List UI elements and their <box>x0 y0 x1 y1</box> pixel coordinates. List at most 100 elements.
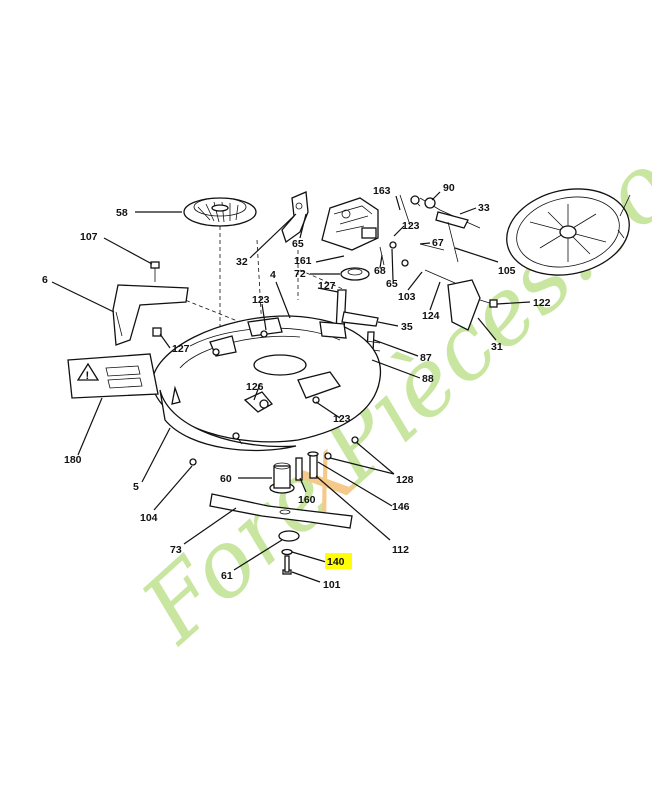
bolt-part <box>150 261 160 282</box>
label-180: 180 <box>64 454 82 466</box>
label-104: 104 <box>140 512 158 524</box>
leader-65b <box>391 248 394 281</box>
leader-163 <box>395 195 401 211</box>
leader-101 <box>291 571 321 583</box>
mower-deck-drawing: ! <box>51 188 631 583</box>
leader-105 <box>454 247 499 263</box>
highlight-box-140 <box>325 553 352 569</box>
label-127a: 127 <box>318 280 336 292</box>
leader-160 <box>299 477 307 493</box>
leader-90 <box>431 191 441 201</box>
leader-126 <box>253 383 261 401</box>
pulley-part <box>340 267 370 281</box>
leader-128 <box>329 441 395 475</box>
label-103: 103 <box>398 291 416 303</box>
leader-123a <box>393 225 405 237</box>
leader-122 <box>496 301 531 305</box>
rear-bracket-part <box>447 279 498 331</box>
label-65b: 65 <box>386 278 398 290</box>
leader-161 <box>315 255 345 263</box>
label-32: 32 <box>236 256 248 268</box>
leader-6 <box>51 281 115 313</box>
blade-part <box>209 493 353 529</box>
leader-123c <box>315 401 341 419</box>
label-67: 67 <box>432 237 444 249</box>
label-122: 122 <box>533 297 551 309</box>
label-127b: 127 <box>172 343 190 355</box>
label-107: 107 <box>80 231 98 243</box>
leader-127a <box>317 287 339 293</box>
label-90: 90 <box>443 182 455 194</box>
label-140: 140 <box>327 556 345 568</box>
label-124: 124 <box>422 310 440 322</box>
label-161: 161 <box>294 255 312 267</box>
label-146: 146 <box>392 501 410 513</box>
engine-assembly <box>321 197 379 251</box>
leader-146 <box>317 461 393 507</box>
label-123a: 123 <box>402 220 420 232</box>
shaft-part <box>295 451 319 481</box>
leader-32 <box>249 213 297 259</box>
leader-4 <box>275 281 291 319</box>
leader-61 <box>233 539 283 571</box>
label-60: 60 <box>220 473 232 485</box>
leader-107 <box>103 237 153 265</box>
leader-68 <box>379 254 383 269</box>
label-72: 72 <box>294 268 306 280</box>
label-4: 4 <box>270 269 276 281</box>
svg-text:!: ! <box>86 370 90 382</box>
leader-104 <box>153 465 193 511</box>
wheel-part <box>506 188 631 276</box>
warning-decal-part: ! <box>67 353 159 399</box>
leader-31 <box>477 317 497 341</box>
leader-35 <box>377 321 399 327</box>
leader-140 <box>291 551 327 563</box>
deflector-part <box>112 284 189 346</box>
blade-bolt-part <box>282 555 292 575</box>
label-123b: 123 <box>252 294 270 306</box>
leader-65a <box>299 213 307 239</box>
leader-123b <box>261 303 267 331</box>
mower-deck-part <box>151 315 382 443</box>
label-73: 73 <box>170 544 182 556</box>
label-33: 33 <box>478 202 490 214</box>
leader-112 <box>315 475 391 541</box>
label-87: 87 <box>420 352 432 364</box>
bracket-part <box>281 191 309 244</box>
label-5: 5 <box>133 481 139 493</box>
spindle-part <box>269 462 295 494</box>
label-31: 31 <box>491 341 503 353</box>
label-88: 88 <box>422 373 434 385</box>
fan-part <box>183 197 257 227</box>
label-101: 101 <box>323 579 341 591</box>
label-35: 35 <box>401 321 413 333</box>
label-65a: 65 <box>292 238 304 250</box>
washer-part <box>281 548 293 556</box>
leader-5 <box>141 427 171 483</box>
label-126: 126 <box>246 381 264 393</box>
deck-skirt-part <box>159 385 297 452</box>
leader-67 <box>419 242 431 245</box>
label-61: 61 <box>221 570 233 582</box>
label-123c: 123 <box>333 413 351 425</box>
leader-127b <box>159 333 171 349</box>
leader-124 <box>429 281 441 311</box>
leader-73 <box>183 507 237 545</box>
label-68: 68 <box>374 265 386 277</box>
leader-88 <box>371 359 421 379</box>
label-6: 6 <box>42 274 48 286</box>
leader-33 <box>459 207 477 215</box>
nut-part <box>152 327 162 337</box>
leader-87 <box>373 339 419 357</box>
label-160: 160 <box>298 494 316 506</box>
label-105: 105 <box>498 265 516 277</box>
label-112: 112 <box>392 544 409 556</box>
leader-103 <box>407 271 423 291</box>
label-128: 128 <box>396 474 414 486</box>
label-163: 163 <box>373 185 391 197</box>
blade-washer-part <box>278 530 300 542</box>
leader-180 <box>77 397 103 456</box>
cable-part <box>399 194 481 263</box>
part-labels: 58 107 6 32 65 163 90 33 123 67 161 72 6… <box>42 182 551 591</box>
